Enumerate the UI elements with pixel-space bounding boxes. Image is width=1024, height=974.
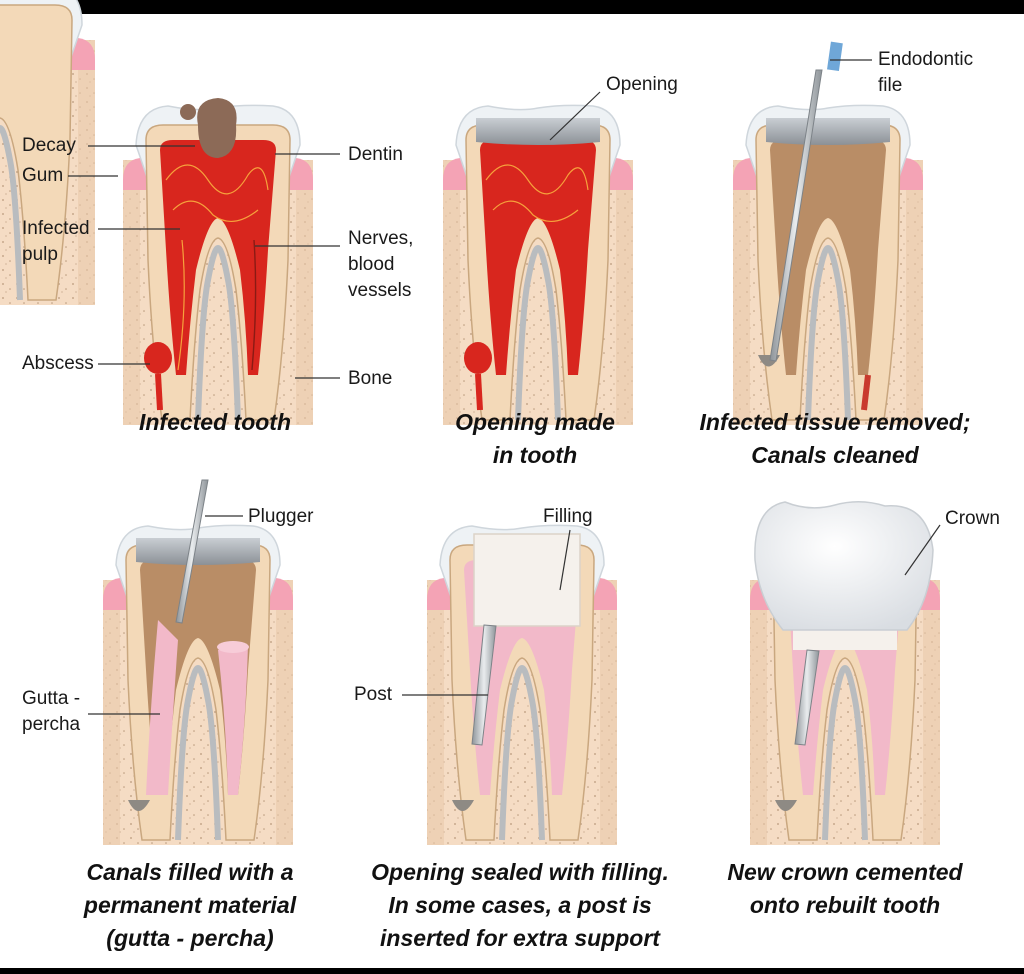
endodontic-file-icon — [769, 41, 843, 362]
caption-step-2: Opening made in tooth — [455, 409, 615, 468]
caption-step-3: Infected tissue removed; Canals cleaned — [699, 409, 971, 468]
label-bone: Bone — [348, 368, 393, 389]
label-abscess: Abscess — [22, 353, 94, 374]
label-filling: Filling — [543, 506, 593, 527]
label-gutta-percha: Gutta - percha — [22, 688, 81, 735]
post-icon — [471, 624, 497, 746]
tooth-panel-opening — [443, 105, 633, 425]
tooth-panel-crown — [750, 501, 940, 845]
label-gum: Gum — [22, 165, 64, 186]
caption-step-4: Canals filled with a permanent material … — [83, 859, 297, 951]
bottom-border — [0, 968, 1024, 974]
top-border — [0, 0, 1024, 14]
tooth-panel-filling-post — [427, 525, 617, 845]
label-opening: Opening — [606, 74, 678, 95]
caption-step-5: Opening sealed with filling. In some cas… — [371, 859, 669, 951]
tooth-panel-cleaned — [733, 41, 923, 425]
label-nerves: Nerves, blood vessels — [348, 228, 414, 301]
label-crown: Crown — [945, 508, 1000, 529]
plugger-icon — [175, 479, 209, 624]
caption-step-1: Infected tooth — [138, 409, 292, 435]
label-decay: Decay — [22, 135, 76, 156]
label-infected-pulp: Infected pulp — [22, 218, 90, 265]
label-dentin: Dentin — [348, 144, 403, 165]
tooth-panel-infected — [123, 98, 313, 425]
label-post: Post — [354, 684, 393, 705]
label-endodontic-file: Endodontic file — [878, 49, 974, 96]
tooth-panel-gutta-percha — [103, 479, 293, 845]
caption-step-6: New crown cemented onto rebuilt tooth — [727, 859, 963, 918]
leader-lines — [68, 59, 941, 715]
label-plugger: Plugger — [248, 506, 314, 527]
crown-icon — [754, 501, 934, 631]
